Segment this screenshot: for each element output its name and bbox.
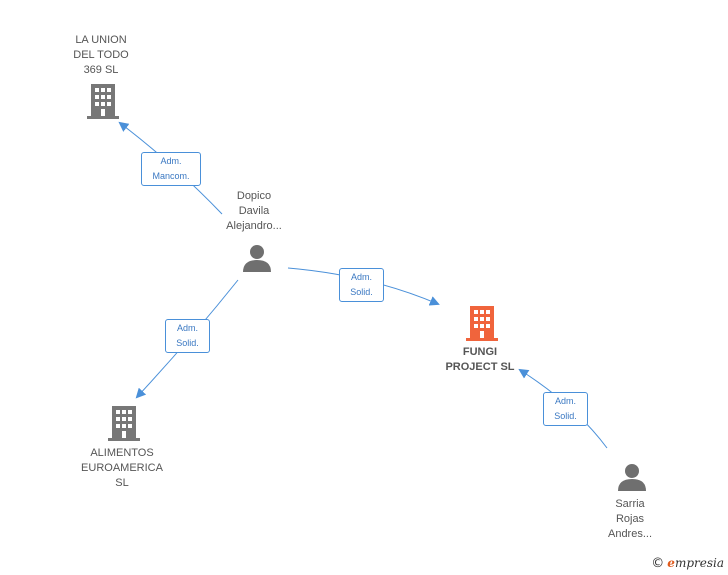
building-icon[interactable] — [87, 84, 119, 120]
brand-name: mpresia — [674, 556, 724, 570]
node-label-alimentos[interactable]: ALIMENTOS EUROAMERICA SL — [81, 447, 163, 489]
edge-label-adm-solid-fungi: Adm. Solid. — [339, 268, 384, 302]
node-label-dopico[interactable]: Dopico Davila Alejandro... — [226, 190, 282, 232]
main-company-building-icon[interactable] — [466, 306, 498, 342]
edge-label-adm-mancom: Adm. Mancom. — [141, 152, 201, 186]
copyright-symbol: © — [651, 556, 665, 571]
building-icon[interactable] — [108, 406, 140, 442]
empresia-logo[interactable]: ©empresia — [651, 556, 724, 571]
node-label-sarria[interactable]: Sarria Rojas Andres... — [607, 498, 653, 540]
brand-initial: e — [667, 556, 675, 570]
person-icon[interactable] — [242, 243, 272, 273]
edge-label-adm-solid-sarria: Adm. Solid. — [543, 392, 588, 426]
person-icon[interactable] — [617, 462, 647, 492]
edge-label-adm-solid-alimentos: Adm. Solid. — [165, 319, 210, 353]
node-label-la-union[interactable]: LA UNION DEL TODO 369 SL — [73, 34, 129, 76]
node-label-fungi[interactable]: FUNGI PROJECT SL — [445, 346, 515, 373]
